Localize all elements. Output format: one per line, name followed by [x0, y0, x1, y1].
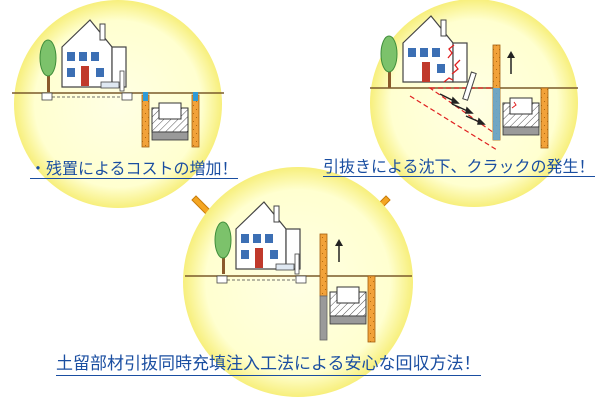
settlement-arrow-icon: [439, 93, 486, 125]
extraction-tool-icon: [462, 71, 477, 101]
foundation: [121, 92, 133, 101]
foundation: [41, 92, 53, 101]
house-icon: [235, 201, 301, 270]
fence-icon: [100, 70, 125, 92]
crack-icon: [443, 44, 461, 83]
up-arrow-icon: [507, 51, 515, 74]
panel-right: [370, 0, 578, 207]
fence-icon: [275, 253, 300, 275]
tree-icon: [380, 35, 398, 88]
sheet-pile-icon: [492, 44, 501, 141]
sheet-pile-icon: [141, 94, 150, 148]
up-arrow-icon: [335, 239, 343, 262]
sheet-pile-icon: [319, 233, 328, 297]
sheet-pile-icon: [191, 94, 200, 148]
tree-icon: [214, 221, 232, 274]
caption-left: ・残置によるコストの増加！: [30, 159, 238, 180]
sheet-pile-icon: [367, 275, 376, 343]
caption-right: 引抜きによる沈下、クラックの発生！: [323, 157, 595, 178]
caption-bottom: 土留部材引抜同時充填注入工法による安心な回収方法！: [56, 354, 481, 376]
grout-fill: [319, 295, 328, 341]
box-culvert-icon: [329, 286, 367, 325]
sheet-pile-icon: [540, 87, 549, 149]
house-icon: [61, 19, 127, 88]
house-icon: [402, 15, 468, 83]
box-culvert-icon: [502, 97, 540, 136]
box-culvert-icon: [151, 102, 189, 141]
panel-bottom: [183, 167, 413, 397]
tree-icon: [39, 39, 57, 92]
panel-left: [12, 0, 224, 208]
